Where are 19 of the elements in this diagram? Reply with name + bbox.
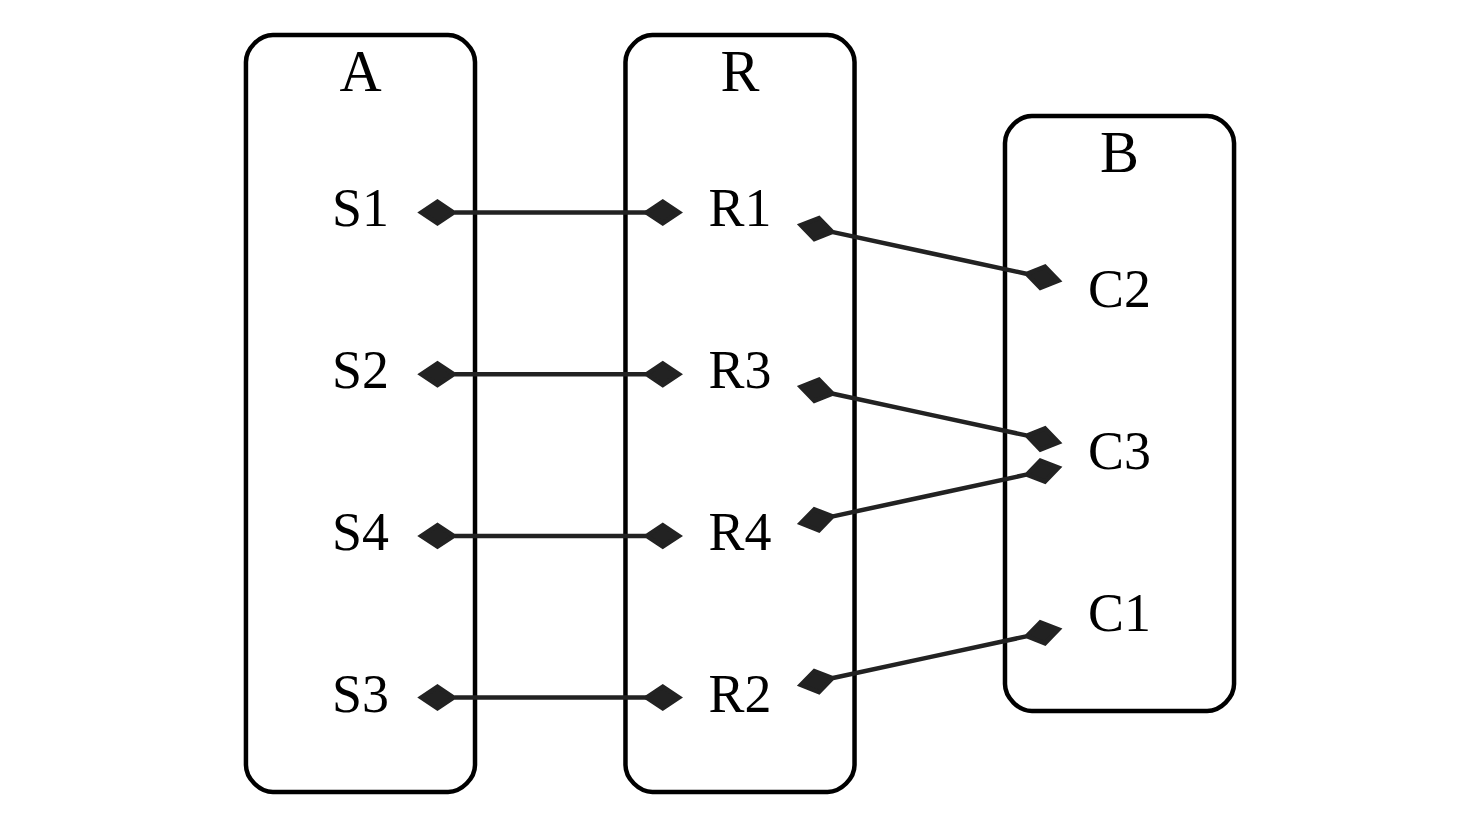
connector [796, 619, 1063, 695]
node-text: C1 [1088, 582, 1151, 643]
connector [796, 457, 1063, 534]
node-text: R2 [708, 663, 772, 724]
connector [417, 360, 683, 388]
node-text: S3 [332, 663, 389, 724]
connector [417, 199, 683, 226]
node-text: C3 [1088, 420, 1151, 481]
node-text: S1 [332, 178, 389, 239]
node-text: R4 [708, 501, 772, 562]
node-text: S4 [332, 501, 389, 562]
node-text: R3 [708, 340, 772, 401]
node-text: C2 [1088, 259, 1151, 320]
connector [796, 377, 1063, 453]
connector [796, 215, 1063, 291]
connector [417, 522, 683, 550]
node-text: S2 [332, 340, 389, 401]
connector [417, 684, 683, 712]
node-text: R1 [708, 178, 772, 239]
